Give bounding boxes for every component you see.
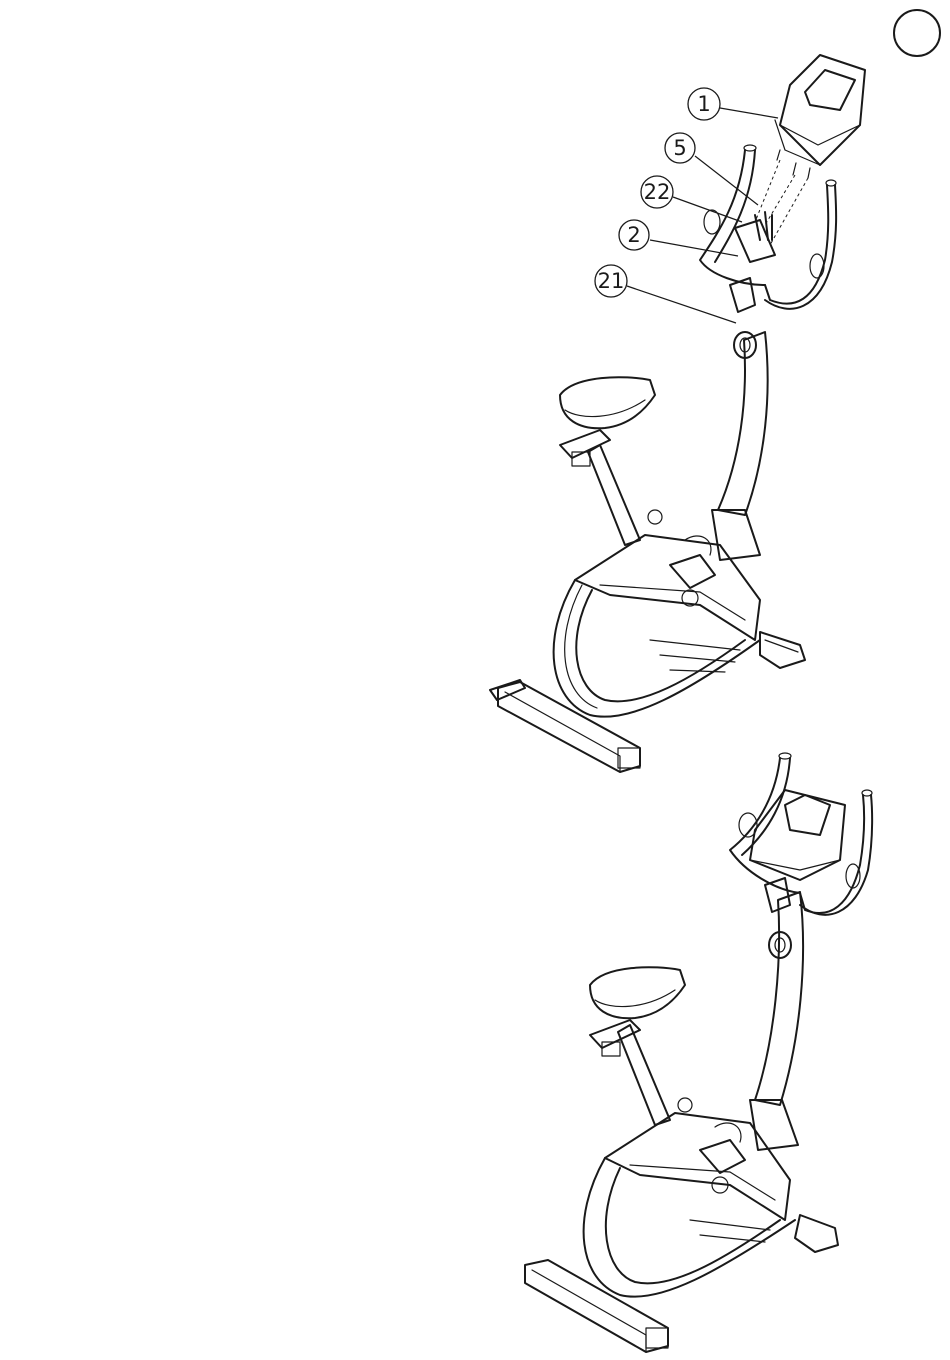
- callout-console-label: 1: [697, 92, 710, 116]
- callout-knob-label: 21: [598, 269, 625, 293]
- callout-plate-label: 2: [627, 223, 640, 247]
- seat-assembly-assembled: [590, 967, 692, 1125]
- callout-console: 1: [688, 88, 778, 120]
- handlebar: [700, 145, 836, 309]
- handlebar-assembled: [730, 753, 872, 915]
- front-stabilizer: [760, 632, 805, 668]
- seat-assembly: [560, 377, 662, 545]
- rear-stabilizer-assembled: [525, 1260, 668, 1352]
- callout-screws-label: 5: [673, 136, 686, 160]
- console-screws: [755, 150, 810, 245]
- console-assembled: [750, 790, 845, 880]
- language-marker-circle: [894, 10, 940, 56]
- main-frame: [554, 535, 760, 717]
- main-frame-assembled: [584, 1113, 795, 1297]
- console-mount-plate: [735, 220, 775, 262]
- front-stabilizer-assembled: [795, 1215, 838, 1252]
- console: [775, 55, 865, 165]
- upright-mast: [712, 332, 768, 560]
- assembled-bike: [525, 753, 872, 1352]
- pedal-crank: [670, 536, 715, 606]
- callout-screws: 5: [665, 133, 758, 205]
- upright-mast-assembled: [750, 892, 803, 1150]
- callout-washers-label: 22: [644, 180, 671, 204]
